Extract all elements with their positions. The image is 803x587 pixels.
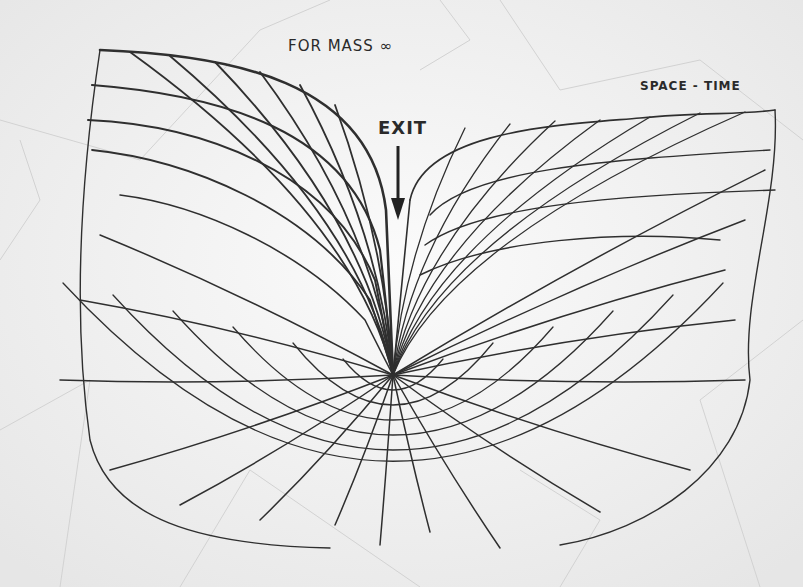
grid-line bbox=[393, 375, 690, 470]
exit-arrow bbox=[397, 146, 400, 205]
grid-line bbox=[130, 52, 393, 375]
grid-line bbox=[92, 85, 393, 375]
grid-line bbox=[393, 120, 600, 375]
exit-arrowhead bbox=[391, 198, 405, 220]
spacetime-label: SPACE - TIME bbox=[640, 80, 741, 93]
grid-line bbox=[92, 150, 393, 375]
grid-line bbox=[393, 113, 700, 375]
grid-line bbox=[393, 270, 725, 375]
sheet-edge bbox=[100, 50, 393, 375]
grid-line bbox=[393, 375, 745, 382]
grid-line bbox=[393, 117, 650, 375]
grid-line bbox=[80, 300, 393, 375]
grid-line bbox=[110, 375, 393, 470]
grid-line bbox=[260, 72, 393, 375]
grid-line bbox=[393, 170, 765, 375]
exit-label: EXIT bbox=[378, 118, 427, 138]
grid-line bbox=[335, 375, 393, 525]
spacetime-grid bbox=[60, 50, 775, 548]
grid-line bbox=[393, 112, 745, 375]
grid-line bbox=[393, 375, 600, 512]
grid-line bbox=[88, 120, 393, 375]
grid-line bbox=[60, 375, 393, 382]
grid-line bbox=[260, 375, 393, 520]
grid-line bbox=[393, 375, 500, 548]
grid-line bbox=[170, 56, 393, 375]
sheet-edge bbox=[80, 50, 330, 548]
grid-line bbox=[180, 375, 393, 505]
grid-line bbox=[100, 235, 393, 375]
grid-line bbox=[380, 375, 393, 545]
grid-line bbox=[120, 195, 393, 375]
grid-line bbox=[393, 220, 745, 375]
mass-note: FOR MASS ∞ bbox=[288, 38, 393, 55]
grid-line bbox=[335, 105, 393, 375]
grid-line bbox=[393, 320, 735, 375]
grid-line bbox=[430, 150, 770, 215]
